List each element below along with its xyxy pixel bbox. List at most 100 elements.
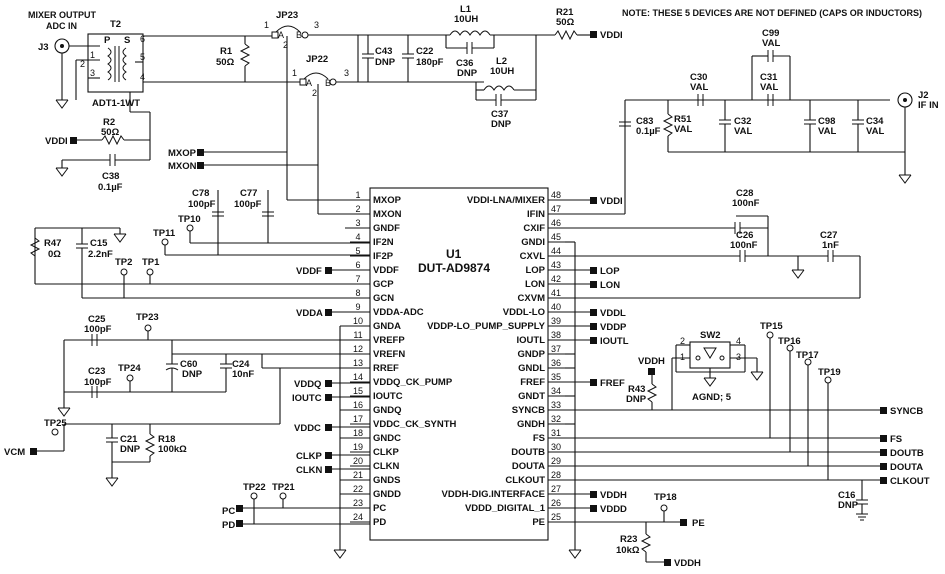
mixer-output-label: MIXER OUTPUT xyxy=(28,10,97,20)
switch-sw2[interactable] xyxy=(689,341,731,369)
pin-name: RREF xyxy=(373,363,399,374)
if-in-label: IF IN xyxy=(918,100,939,111)
u1-ref: U1 xyxy=(446,247,462,261)
pin-name: GNDL xyxy=(518,363,545,374)
tp21-label: TP21 xyxy=(272,482,295,493)
c98-value: VAL xyxy=(818,126,836,137)
ioutc-tag xyxy=(325,394,332,401)
vddi-top-label: VDDI xyxy=(600,30,623,41)
doutb-tag xyxy=(880,449,887,456)
c23-ref: C23 xyxy=(88,366,105,377)
l2-value: 10UH xyxy=(490,66,514,77)
syncb-tag xyxy=(880,407,887,414)
vddi-tag-top xyxy=(590,31,597,38)
c30-value: VAL xyxy=(690,82,708,93)
c21-value: DNP xyxy=(120,444,141,455)
r47-ref: R47 xyxy=(44,238,61,249)
pc-label: PC xyxy=(222,506,235,517)
pin-name: IOUTC xyxy=(373,391,403,402)
vddp-label: VDDP xyxy=(600,322,627,333)
pin-name: VDDH-DIG.INTERFACE xyxy=(442,489,545,500)
c43-value: DNP xyxy=(375,57,396,68)
pin-name: IOUTL xyxy=(517,335,546,346)
tp23-label: TP23 xyxy=(136,312,159,323)
pin-number: 40 xyxy=(551,302,561,312)
pin-name: LOP xyxy=(525,265,545,276)
tp11-label: TP11 xyxy=(153,228,176,239)
pin-name: SYNCB xyxy=(512,405,545,416)
c77-value: 100pF xyxy=(234,199,262,210)
pin-name: PD xyxy=(373,517,386,528)
pin-name: VDDI-LNA/MIXER xyxy=(467,195,545,206)
r47-value: 0Ω xyxy=(48,249,61,260)
c83-ref: C83 xyxy=(636,116,653,127)
l1-ref: L1 xyxy=(460,4,472,15)
clkp-tag xyxy=(325,452,332,459)
pin-name: DOUTB xyxy=(511,447,545,458)
pin-number: 8 xyxy=(355,288,360,298)
pin-number: 13 xyxy=(353,358,363,368)
mxon-tag xyxy=(197,162,204,169)
c30-ref: C30 xyxy=(690,72,707,83)
pin-name: GNDC xyxy=(373,433,401,444)
clkp-label: CLKP xyxy=(296,451,323,462)
tp17-label: TP17 xyxy=(796,350,819,361)
mxon-label: MXON xyxy=(168,161,197,172)
pin-number: 32 xyxy=(551,414,561,424)
c27-value: 1nF xyxy=(822,240,839,251)
clkn-tag xyxy=(325,466,332,473)
j2-label: J2 xyxy=(918,90,929,101)
c16-ref: C16 xyxy=(838,490,855,501)
vddq-tag xyxy=(325,380,332,387)
sw2-pin2: 2 xyxy=(680,336,685,346)
t2-s-label: S xyxy=(124,35,130,46)
pin-number: 36 xyxy=(551,358,561,368)
pin-name: VDDQ_CK_PUMP xyxy=(373,377,453,388)
vddl-tag xyxy=(590,309,597,316)
c24-ref: C24 xyxy=(232,359,250,370)
t2-part-label: ADT1-1WT xyxy=(92,98,140,109)
pin-name: CXVM xyxy=(518,293,546,304)
vdda-tag xyxy=(325,309,332,316)
vddh-bottom-label: VDDH xyxy=(674,558,701,569)
vddq-label: VDDQ xyxy=(294,379,321,390)
c25-value: 100pF xyxy=(84,324,112,335)
pin-number: 30 xyxy=(551,442,561,452)
vddh-tag-bottom xyxy=(664,559,671,566)
c34-ref: C34 xyxy=(866,116,884,127)
pin-name: GNDH xyxy=(517,419,545,430)
pin-number: 21 xyxy=(353,470,363,480)
douta-label: DOUTA xyxy=(890,462,923,473)
jp23-pin1: 1 xyxy=(264,20,269,30)
vddp-tag xyxy=(590,323,597,330)
vddh-tag-top xyxy=(648,368,655,375)
pin-number: 44 xyxy=(551,246,561,256)
c32-value: VAL xyxy=(734,126,752,137)
c60-value: DNP xyxy=(182,369,203,380)
pin-name: GNDP xyxy=(518,349,546,360)
pin-number: 17 xyxy=(353,414,363,424)
pe-tag xyxy=(680,519,687,526)
u1-part: DUT-AD9874 xyxy=(418,261,490,275)
pin-name: VDDF xyxy=(373,265,399,276)
pin-number: 37 xyxy=(551,344,561,354)
pin-name: VDDA-ADC xyxy=(373,307,424,318)
pin-name: CLKOUT xyxy=(505,475,545,486)
pin-number: 33 xyxy=(551,400,561,410)
fs-label: FS xyxy=(890,434,902,445)
tp1-label: TP1 xyxy=(142,257,160,268)
tp18-label: TP18 xyxy=(654,492,677,503)
pin-name: CXVL xyxy=(520,251,546,262)
l2-ref: L2 xyxy=(496,56,507,67)
